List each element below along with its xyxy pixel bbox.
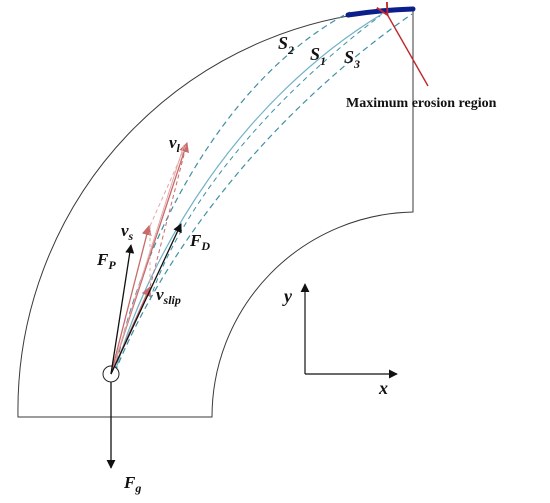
label-s2: S2	[278, 33, 294, 57]
annotation-arrow	[387, 14, 429, 87]
elbow-outline	[17, 9, 414, 418]
streamline-s3	[114, 13, 413, 373]
annotation-text: Maximum erosion region	[346, 96, 497, 111]
streamline-s2	[114, 11, 351, 373]
velocity-vs-arrow	[110, 225, 152, 375]
streamline-s1	[114, 13, 383, 373]
label-fp: FP	[96, 250, 116, 272]
label-fg: Fg	[123, 473, 141, 495]
label-vl: vl	[169, 133, 181, 155]
force-fp-arrow	[110, 244, 135, 375]
label-fd: FD	[189, 231, 210, 253]
force-fd-arrow	[110, 223, 182, 375]
label-s1: S1	[310, 44, 326, 68]
label-axis-y: y	[282, 286, 293, 306]
velocity-vl-arrow-b	[110, 144, 185, 375]
velocity-link	[149, 142, 188, 227]
erosion-band	[345, 6, 416, 18]
label-vslip: vslip	[156, 285, 181, 307]
label-s3: S3	[344, 47, 360, 71]
label-axis-x: x	[378, 378, 388, 398]
streamline-inner	[149, 15, 381, 301]
label-vs: vs	[121, 221, 134, 243]
velocity-link-b	[149, 142, 188, 288]
